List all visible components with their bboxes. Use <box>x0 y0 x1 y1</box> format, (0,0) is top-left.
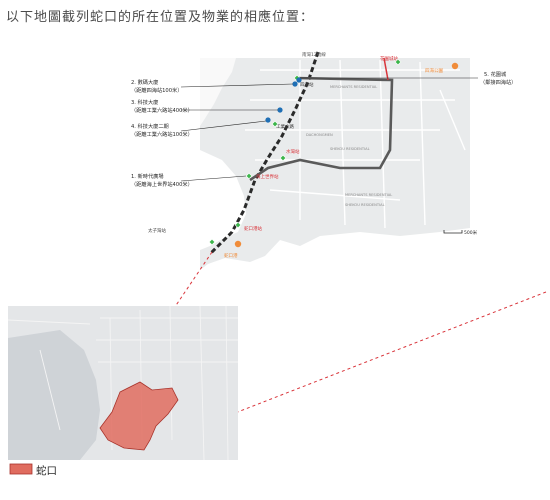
property-marker-2 <box>292 81 298 87</box>
district-label-d: MERCHANTS RESIDENTIAL <box>345 193 392 197</box>
road-label: 南灣12號線 <box>302 51 326 58</box>
property-markers <box>265 77 302 123</box>
property-1-sub: （距離海上世界站400米） <box>131 180 193 188</box>
property-2-sub: （距離四海站100米） <box>131 86 182 94</box>
property-2-name: 2. 數碼大廈 <box>131 78 158 86</box>
red-road <box>383 57 389 81</box>
station-label-sihai: 四海站 <box>300 81 314 88</box>
scale-bar: 500米 <box>443 229 478 236</box>
property-1-name: 1. 新時代廣場 <box>131 172 164 180</box>
property-4-name: 4. 科技大廈二期 <box>131 122 169 130</box>
legend-swatch <box>9 463 33 475</box>
inset-sea <box>8 330 100 460</box>
property-5-sub: （鄰接四海站） <box>480 78 516 86</box>
park-label: 四海公園 <box>425 67 443 74</box>
station-markers <box>208 58 402 246</box>
hotel-label: 蛇口港 <box>224 252 238 259</box>
district-label-c: DACHONGMEN <box>306 133 333 137</box>
property-3-sub: （距離工業六路站400米） <box>131 106 193 114</box>
property-marker-5 <box>296 77 302 83</box>
page-heading: 以下地圖截列蛇口的所在位置及物業的相應位置： <box>6 10 315 25</box>
district-label-a: MERCHANTS RESIDENTIAL <box>330 85 377 89</box>
hotel-marker: 蛇口港 <box>224 240 242 259</box>
district-label-b: SHEKOU RESIDENTIAL <box>330 147 370 151</box>
property-marker-4 <box>265 117 271 123</box>
shekou-highlight <box>99 381 179 451</box>
main-map: MERCHANTS RESIDENTIAL SHEKOU RESIDENTIAL… <box>131 51 516 270</box>
station-label-top-right: 花園城站 <box>380 55 398 62</box>
connector-right <box>139 291 547 451</box>
scale-label: 500米 <box>464 229 478 236</box>
dashed-route <box>208 51 320 256</box>
station-label-shekou-port: 蛇口港站 <box>244 225 262 232</box>
property-4-sub: （距離工業六路站100米） <box>131 130 193 138</box>
district-label-e: SHEKOU RESIDENTIAL <box>345 203 385 207</box>
inset-legend: 蛇口 <box>9 463 57 477</box>
park-marker: 四海公園 <box>425 62 459 74</box>
main-map-land <box>200 58 470 270</box>
property-5-name: 5. 花園城 <box>484 70 507 78</box>
legend-label: 蛇口 <box>36 464 57 477</box>
inset-map <box>7 305 238 461</box>
station-label-gongye6: 工業六路 <box>276 123 294 130</box>
property-3-name: 3. 科技大廈 <box>131 98 158 106</box>
place-label-taizi: 太子灣站 <box>148 227 166 234</box>
main-map-streets <box>245 59 466 229</box>
station-label-haishang: 海上世界站 <box>256 173 279 180</box>
station-label-shuiwan: 水灣站 <box>286 148 300 155</box>
main-map-bay <box>200 58 236 126</box>
property-marker-3 <box>277 107 283 113</box>
metro-line <box>249 76 394 182</box>
leader-lines <box>180 77 478 182</box>
